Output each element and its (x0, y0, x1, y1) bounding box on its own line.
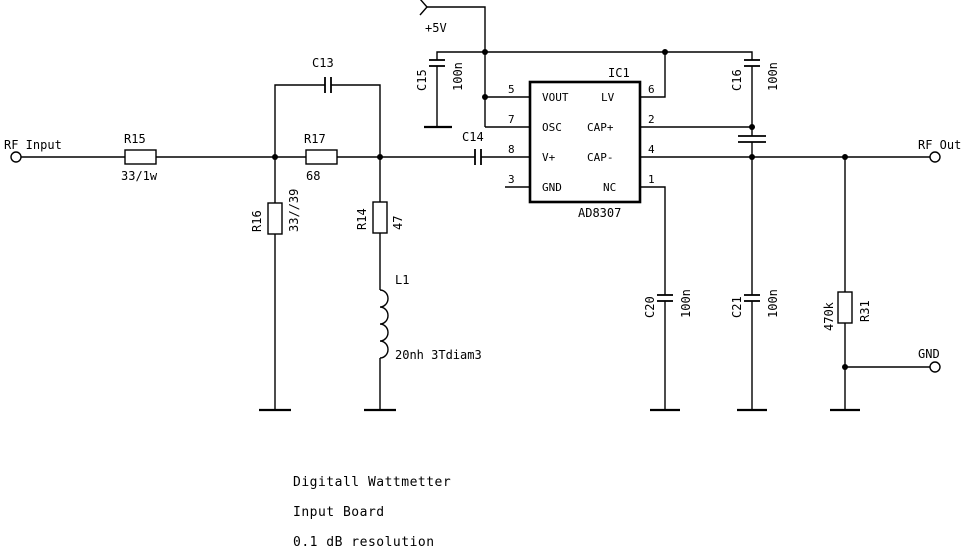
r15-ref: R15 (124, 132, 146, 146)
r17-ref: R17 (304, 132, 326, 146)
c20-ref: C20 (643, 296, 657, 318)
l1-ref: L1 (395, 273, 409, 287)
l1-value: 20nh 3Tdiam3 (395, 348, 482, 362)
ic-pin-num: 3 (508, 173, 515, 186)
ic-pin-num: 1 (648, 173, 655, 186)
ic-pin-name: VOUT (542, 91, 569, 104)
c16-value: 100n (766, 62, 780, 91)
r16-value: 33//39 (287, 189, 301, 232)
note-resolution: 0.1 dB resolution (293, 535, 435, 550)
gnd-label: GND (918, 347, 940, 361)
ic-pin-num: 4 (648, 143, 655, 156)
ic-pin-name: LV (601, 91, 615, 104)
r17-value: 68 (306, 169, 320, 183)
supply-label: +5V (425, 21, 447, 35)
inductor-l1 (379, 289, 389, 359)
r15-value: 33/1w (121, 169, 158, 183)
c21-value: 100n (766, 289, 780, 318)
ic-pin-name: NC (603, 181, 616, 194)
ic-pin-name: CAP- (587, 151, 614, 164)
c15-ref: C15 (415, 69, 429, 91)
ic1-body (528, 80, 642, 204)
gnd-terminal (929, 361, 941, 373)
rf-input-label: RF Input (4, 138, 62, 152)
r31-ref: R31 (858, 300, 872, 322)
c14-ref: C14 (462, 130, 484, 144)
ic1-part: AD8307 (578, 206, 621, 220)
resistor-r31 (837, 291, 853, 324)
note-title: Digitall Wattmetter (293, 475, 451, 490)
ic-pin-num: 8 (508, 143, 515, 156)
c15-value: 100n (451, 62, 465, 91)
c13-ref: C13 (312, 56, 334, 70)
c21-ref: C21 (730, 296, 744, 318)
ic-pin-name: CAP+ (587, 121, 614, 134)
rf-input-terminal (10, 151, 22, 163)
c16-ref: C16 (730, 69, 744, 91)
r16-ref: R16 (250, 210, 264, 232)
ic-pin-name: V+ (542, 151, 556, 164)
resistor-r15 (124, 149, 157, 165)
wire (331, 84, 381, 157)
wire (436, 51, 485, 60)
rf-out-terminal (929, 151, 941, 163)
note-subtitle: Input Board (293, 505, 385, 520)
resistor-r16 (267, 202, 283, 235)
supply-arrow (419, 0, 428, 16)
ic-pin-num: 6 (648, 83, 655, 96)
ic-pin-num: 5 (508, 83, 515, 96)
r14-value: 47 (391, 216, 405, 230)
rf-out-label: RF Out (918, 138, 961, 152)
resistor-r14 (372, 201, 388, 234)
wire (640, 186, 666, 295)
ic-pin-name: GND (542, 181, 562, 194)
ic-pin-name: OSC (542, 121, 562, 134)
ic-pin-num: 2 (648, 113, 655, 126)
r31-value: 470k (822, 301, 836, 331)
c20-value: 100n (679, 289, 693, 318)
r14-ref: R14 (355, 208, 369, 230)
wire (274, 84, 325, 157)
ic-pin-num: 7 (508, 113, 515, 126)
wire (640, 52, 666, 98)
ic1-ref: IC1 (608, 66, 630, 80)
resistor-r17 (305, 149, 338, 165)
